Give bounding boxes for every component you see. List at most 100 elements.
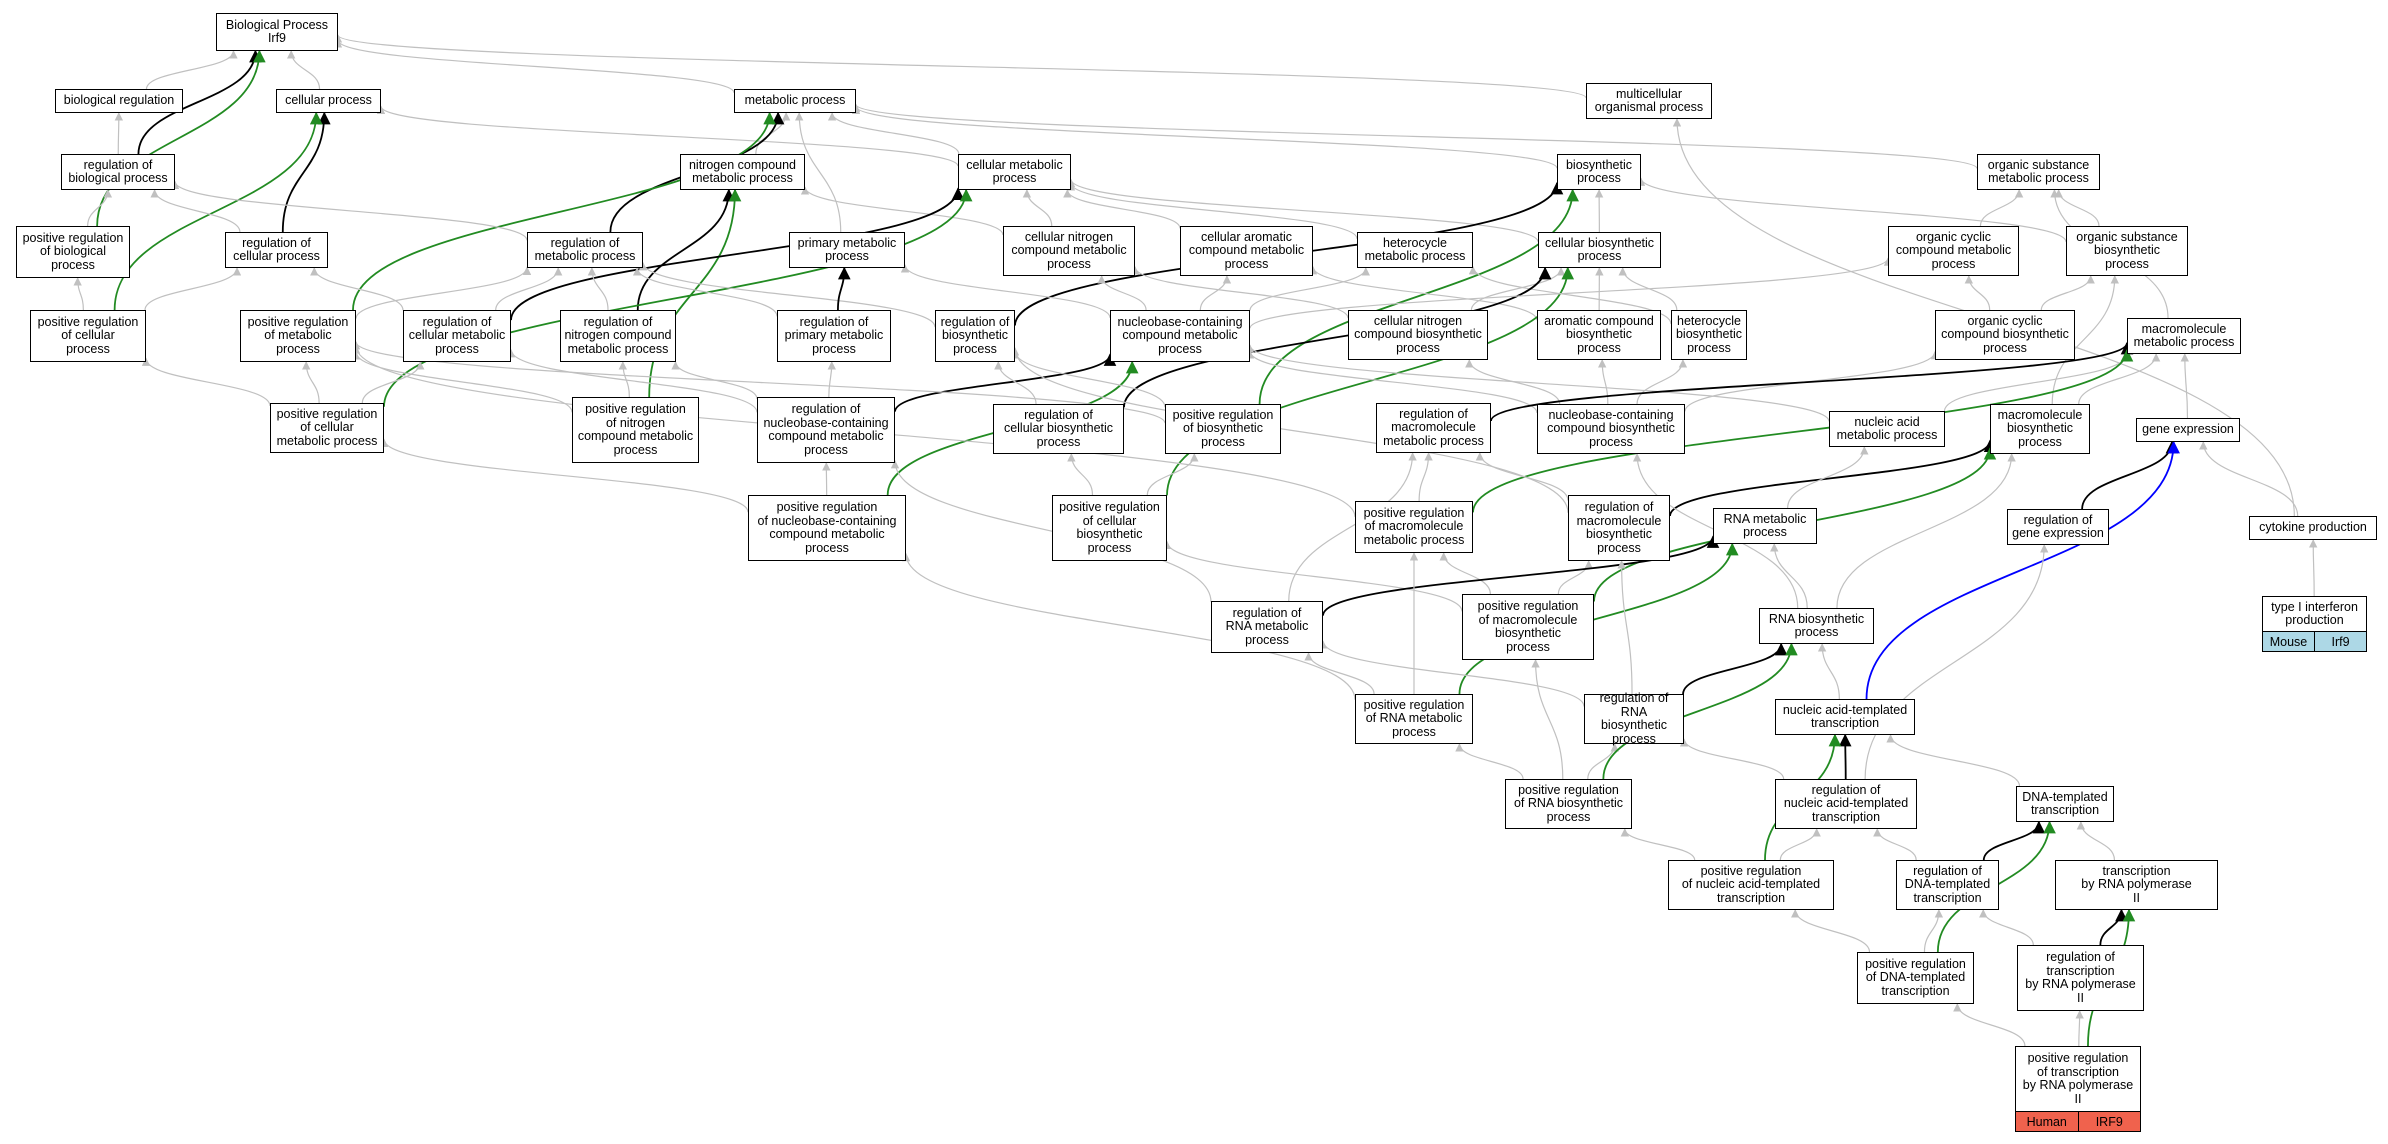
go-term-rmbp: regulation of macromolecule biosynthetic… [1568, 495, 1670, 561]
edge-t1ifn-to-cyp [2309, 539, 2318, 597]
edge-rtrnap2-to-rdtt [1979, 909, 2034, 946]
edge-rbp-to-bp [137, 49, 262, 155]
go-term-occmp: organic cyclic compound metabolic proces… [1888, 226, 2019, 276]
edge-rrnabp-to-rrnamp [1318, 640, 1585, 707]
edge-rnatt-to-rge [1864, 544, 2049, 780]
go-term-prmmp: positive regulation of macromolecule met… [1355, 501, 1473, 553]
edge-rbp-to-breg [114, 112, 124, 155]
edge-prnatt-to-rnatt [1779, 828, 1821, 861]
edge-rmp-to-rbp [170, 180, 528, 241]
go-term-prbp: positive regulation of biological proces… [16, 226, 130, 278]
edge-prtrnap2-to-rtrnap2 [2075, 1010, 2084, 1047]
edge-cncmp-to-cmp [1022, 189, 1053, 227]
edge-natt-to-ge [1865, 440, 2180, 700]
edge-prrnabp-to-rnabp [1602, 642, 1798, 780]
go-term-prmbp: positive regulation of macromolecule bio… [1462, 594, 1594, 660]
go-term-prncmp: positive regulation of nitrogen compound… [572, 397, 699, 463]
go-term-rpmp: regulation of primary metabolic process [777, 310, 891, 362]
edge-rdtt-to-rnatt [1873, 828, 1917, 861]
go-term-rmp: regulation of metabolic process [527, 232, 643, 268]
edge-prmbp-to-rmbp [1557, 560, 1593, 595]
edge-mbp-to-osbp [2051, 275, 2119, 405]
edge-rnabp-to-mbp [1836, 453, 2016, 609]
annotation-human: Human IRF9 [2015, 1112, 2141, 1132]
edge-dtt-to-natt [1886, 734, 2021, 787]
go-term-cyp: cytokine production [2249, 516, 2377, 540]
edge-rcp-to-rbp [150, 189, 241, 233]
go-term-pmp: primary metabolic process [789, 232, 905, 268]
edge-prmp-to-rmp [355, 266, 532, 319]
edge-rnabp-to-rnamp [1770, 543, 1808, 609]
edge-rge-to-ge [2081, 440, 2179, 510]
edge-prcbp-to-prbsp [1146, 453, 1199, 496]
edge-osbp-to-bsp [1636, 177, 2067, 243]
edge-trnap2-to-dtt [2076, 821, 2116, 861]
go-term-cacmp: cellular aromatic compound metabolic pro… [1180, 226, 1313, 276]
edge-prmmp-to-mmp [1472, 348, 2134, 513]
edge-prncmp-to-ncmp [648, 188, 742, 398]
edge-rnbcmp-to-rpmp [827, 361, 836, 398]
go-term-rbp: regulation of biological process [61, 154, 175, 190]
edge-hbp-to-hmp [1468, 265, 1672, 325]
edge-rbsp-to-rmp [638, 261, 936, 328]
edge-hmp-to-cmp [1066, 182, 1358, 239]
annotation-species: Human [2026, 1114, 2067, 1129]
edge-prdtt-to-prnatt [1791, 909, 1871, 953]
edge-rncmp-to-ncmp [636, 188, 736, 311]
go-term-rge: regulation of gene expression [2007, 509, 2109, 545]
go-term-ge: gene expression [2136, 418, 2240, 442]
go-term-rnatt: regulation of nucleic acid-templated tra… [1775, 779, 1917, 829]
edge-rrnamp-to-rmmp [1288, 452, 1417, 602]
go-term-cmp: cellular metabolic process [958, 154, 1071, 190]
edge-natt-to-rnabp [1817, 643, 1840, 700]
edge-prrnamp-to-rnamp [1458, 542, 1739, 695]
edge-cyp-to-ge [2199, 441, 2299, 517]
edge-prcmp-to-rcmp [361, 361, 425, 404]
go-term-cncmp: cellular nitrogen compound metabolic pro… [1003, 226, 1135, 276]
go-term-mbp: macromolecule biosynthetic process [1990, 404, 2090, 454]
edge-nbcmp-to-cacmp [1199, 275, 1232, 311]
go-term-rcbp: regulation of cellular biosynthetic proc… [993, 404, 1124, 454]
go-term-rnabp: RNA biosynthetic process [1759, 608, 1874, 644]
edge-cp-to-bp [286, 50, 321, 90]
go-term-nbcbp: nucleobase-containing compound biosynthe… [1537, 404, 1685, 454]
edge-prnbcmp-to-prcmp [379, 438, 749, 513]
edge-rnbcmp-to-rcmp [506, 348, 758, 413]
go-term-dtt: DNA-templated transcription [2016, 786, 2114, 822]
edge-rnatt-to-natt [1838, 733, 1852, 780]
go-term-breg: biological regulation [55, 89, 183, 113]
go-term-rnamp: RNA metabolic process [1713, 508, 1817, 544]
go-term-prbsp: positive regulation of biosynthetic proc… [1165, 404, 1281, 454]
edge-bsp-to-mp [851, 105, 1558, 169]
edge-prcp-to-prbp [73, 277, 84, 311]
edge-rcmp-to-cmp [510, 187, 965, 321]
edge-rnbcmp-to-nbcmp [894, 353, 1117, 412]
edge-prcmp-to-prcp [141, 357, 271, 407]
go-term-t1ifn: type I interferon production [2262, 596, 2367, 632]
edge-nbcbp-to-nbcmp [1245, 350, 1538, 414]
edge-prrnamp-to-rrnamp [1304, 652, 1375, 695]
edge-prmmp-to-rmmp [1418, 452, 1433, 502]
edge-cbp-to-cmp [1066, 178, 1539, 243]
edge-osbp-to-osmp [2054, 189, 2100, 227]
edge-prcmp-to-prmp [302, 361, 320, 404]
edge-prmp-to-mp [352, 111, 776, 311]
go-term-acbp: aromatic compound biosynthetic process [1537, 310, 1661, 360]
edge-prtrnap2-to-prdtt [1953, 1003, 2026, 1047]
edge-prmbp-to-prcbp [1162, 540, 1463, 612]
go-term-occbp: organic cyclic compound biosynthetic pro… [1935, 310, 2075, 360]
edge-nbcmp-to-pmp [900, 264, 1111, 319]
go-term-rcp: regulation of cellular process [225, 232, 328, 268]
go-term-rdtt: regulation of DNA-templated transcriptio… [1896, 860, 1999, 910]
annotation-gene: IRF9 [2077, 1112, 2141, 1131]
go-term-rrnabp: regulation of RNA biosynthetic process [1584, 691, 1684, 745]
go-term-cncbp: cellular nitrogen compound biosynthetic … [1348, 310, 1488, 360]
go-term-rtrnap2: regulation of transcription by RNA polym… [2017, 945, 2144, 1011]
edge-rcmp-to-rcp [310, 267, 404, 311]
edge-mbp-to-mmp [2078, 353, 2161, 405]
edge-prcp-to-rcp [144, 267, 242, 311]
edge-prbsp-to-rbsp [1010, 350, 1166, 408]
